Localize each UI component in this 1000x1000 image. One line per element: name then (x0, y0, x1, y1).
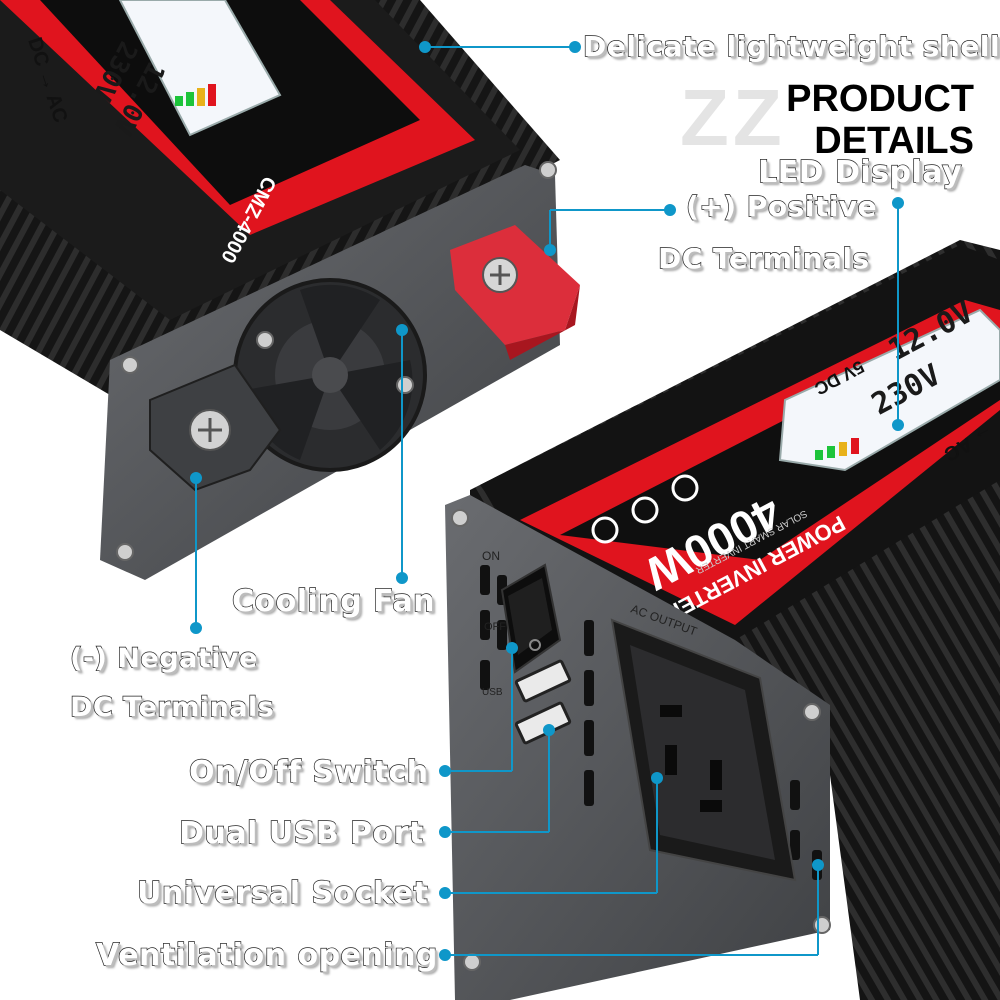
heading-line-2: DETAILS (814, 120, 974, 162)
callout-negative-1: (-) Negative (69, 642, 258, 674)
callout-shell: Delicate lightweight shell (582, 29, 1000, 63)
switch-on-label: ON (482, 549, 500, 563)
callout-positive-2: DC Terminals (657, 241, 870, 275)
usb-port-label: USB (482, 687, 503, 698)
cooling-fan (233, 278, 427, 472)
product-details-heading: PRODUCT DETAILS (786, 78, 974, 162)
negative-terminal (149, 363, 282, 492)
inverter-top-view: 12.0V 230V DC → AC CMZ-4000 (0, 0, 580, 580)
callout-cooling-fan: Cooling Fan (231, 583, 435, 619)
heading-line-1: PRODUCT (786, 78, 974, 120)
callout-ventilation: Ventilation opening (95, 937, 438, 973)
callout-usb: Dual USB Port (178, 815, 424, 851)
switch-off-label: OFF (484, 621, 506, 633)
callout-lines (190, 41, 904, 961)
lcd-front (778, 308, 1000, 472)
callout-socket: Universal Socket (136, 875, 429, 911)
brand-watermark: ZZ (680, 73, 786, 162)
lcd-top-battery-icon (175, 84, 216, 106)
callout-led-display: LED Display (757, 154, 963, 190)
lcd-front-battery-icon (815, 438, 859, 460)
callout-negative-2: DC Terminals (69, 691, 275, 723)
callout-switch: On/Off Switch (188, 754, 429, 790)
lcd-top (118, 0, 282, 137)
callout-positive-1: (+) Positive (685, 189, 878, 223)
ventilation-slots (480, 565, 822, 880)
certification-icons (591, 474, 699, 544)
